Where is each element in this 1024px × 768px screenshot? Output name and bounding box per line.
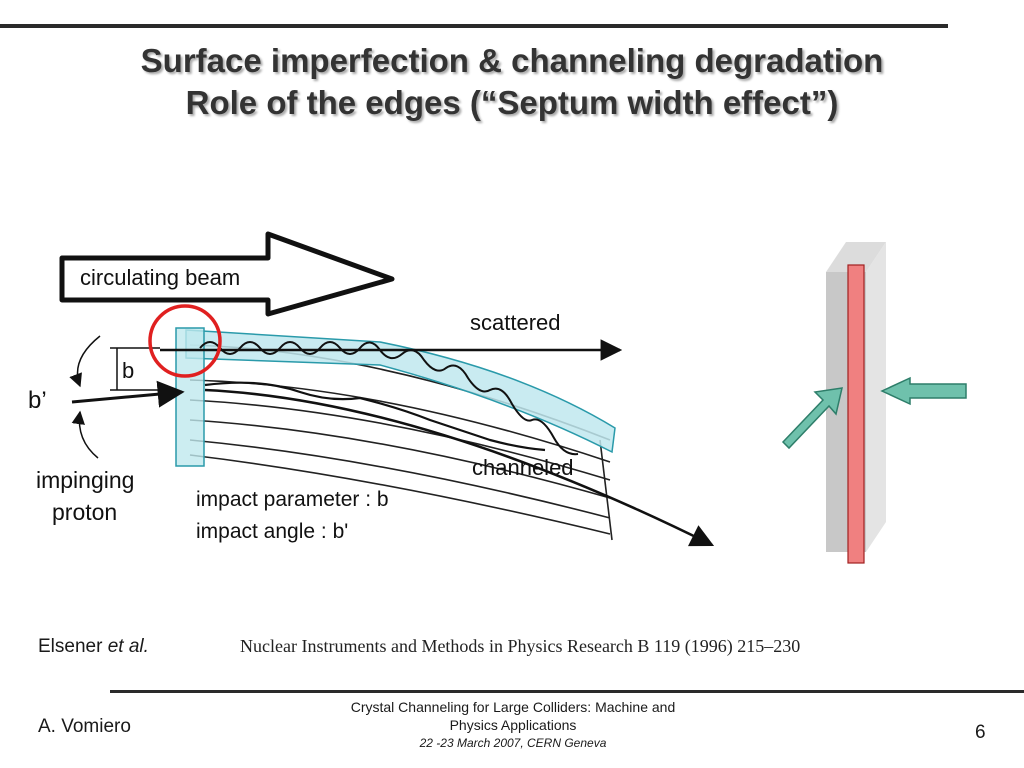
impinging-proton-arrow (71, 380, 185, 408)
dechanneling-trajectory (204, 381, 546, 452)
circulating-beam-arrow (59, 231, 395, 317)
septum-layer (847, 264, 865, 564)
crystal-plane (189, 439, 611, 519)
crystal-plane (189, 454, 611, 535)
circulating-beam-label: circulating beam (80, 265, 240, 290)
title-line-2: Role of the edges (“Septum width effect”… (185, 84, 839, 121)
channeled-label: channeled (472, 455, 574, 480)
b-label: b (122, 358, 134, 383)
citation-author: Elsener et al. (38, 636, 149, 658)
teal-arrow-diagonal (781, 387, 843, 450)
crystal-plane (189, 419, 611, 499)
impact-parameter-label: impact parameter : b (196, 488, 389, 511)
channeled-arrow (204, 388, 715, 547)
crystal-plane (189, 399, 611, 481)
conference-dates: 22 -23 March 2007, CERN Geneva (419, 736, 607, 750)
b-prime-label: b’ (28, 387, 47, 414)
crystal-plane (599, 439, 613, 541)
slab-side-face (866, 242, 886, 552)
citation-author-suffix: et al. (107, 636, 149, 657)
conference-line-1: Crystal Channeling for Large Colliders: … (350, 699, 676, 715)
citation-author-name: Elsener (38, 636, 103, 657)
crystal-edge-highlight (175, 327, 205, 467)
oscillating-trajectory (199, 341, 579, 456)
conference-line-2: Physics Applications (449, 717, 577, 733)
crystal-slab (826, 242, 886, 564)
angle-arc-upper (69, 335, 101, 388)
angle-arc-lower (71, 410, 99, 459)
page-number: 6 (975, 722, 986, 743)
presenter-name: A. Vomiero (38, 716, 131, 737)
edge-highlight-circle (148, 304, 222, 378)
top-rule (0, 24, 948, 28)
teal-arrow-horizontal (880, 376, 967, 406)
slide-title: Surface imperfection & channeling degrad… (0, 40, 1024, 124)
impinging-label-1: impinging (36, 467, 134, 493)
impinging-label-2: proton (52, 499, 117, 525)
conference-info: Crystal Channeling for Large Colliders: … (298, 698, 728, 752)
scattered-label: scattered (470, 310, 561, 335)
impact-angle-label: impact angle : b' (196, 520, 348, 543)
citation-journal: Nuclear Instruments and Methods in Physi… (240, 636, 801, 656)
title-line-1: Surface imperfection & channeling degrad… (140, 42, 884, 79)
bottom-rule (110, 690, 1024, 693)
surface-layer-highlight (185, 329, 616, 454)
